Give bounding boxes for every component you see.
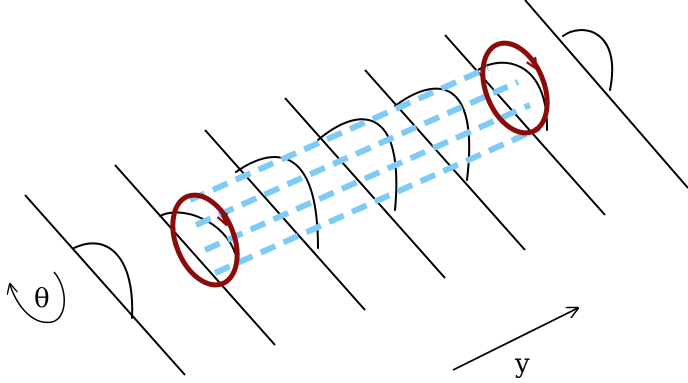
theta-rotation-arrow [10, 271, 65, 324]
y-axis-arrow [452, 308, 578, 371]
current-loop-right [480, 40, 550, 136]
flux-line-4 [213, 125, 542, 276]
theta-indicator: θ [10, 271, 65, 324]
bump-1 [73, 242, 134, 319]
plane-5 [364, 69, 526, 251]
plane-1 [24, 194, 186, 376]
bump-7 [562, 29, 614, 91]
flux-line-2 [194, 79, 520, 228]
plane-3 [204, 129, 366, 311]
flux-line-1 [188, 65, 490, 203]
planes [24, 0, 688, 376]
current-loop-left [170, 192, 240, 288]
flux-tube [188, 65, 542, 276]
bump-2 [159, 211, 237, 257]
bump-4 [317, 118, 398, 211]
flux-line-3 [203, 102, 532, 253]
y-axis-label: y [514, 349, 530, 379]
loop-left-arrow [222, 215, 226, 224]
current-loops [170, 40, 550, 288]
plane-6 [444, 34, 606, 216]
y-axis-indicator: y [452, 308, 578, 379]
plane-7 [524, 0, 688, 189]
theta-label: θ [34, 284, 50, 314]
plane-4 [284, 97, 446, 279]
loop-right-arrow [530, 58, 536, 68]
plane-2 [114, 164, 276, 346]
bump-3 [235, 156, 319, 249]
bump-5 [394, 87, 471, 181]
field-line-bumps [73, 29, 614, 319]
